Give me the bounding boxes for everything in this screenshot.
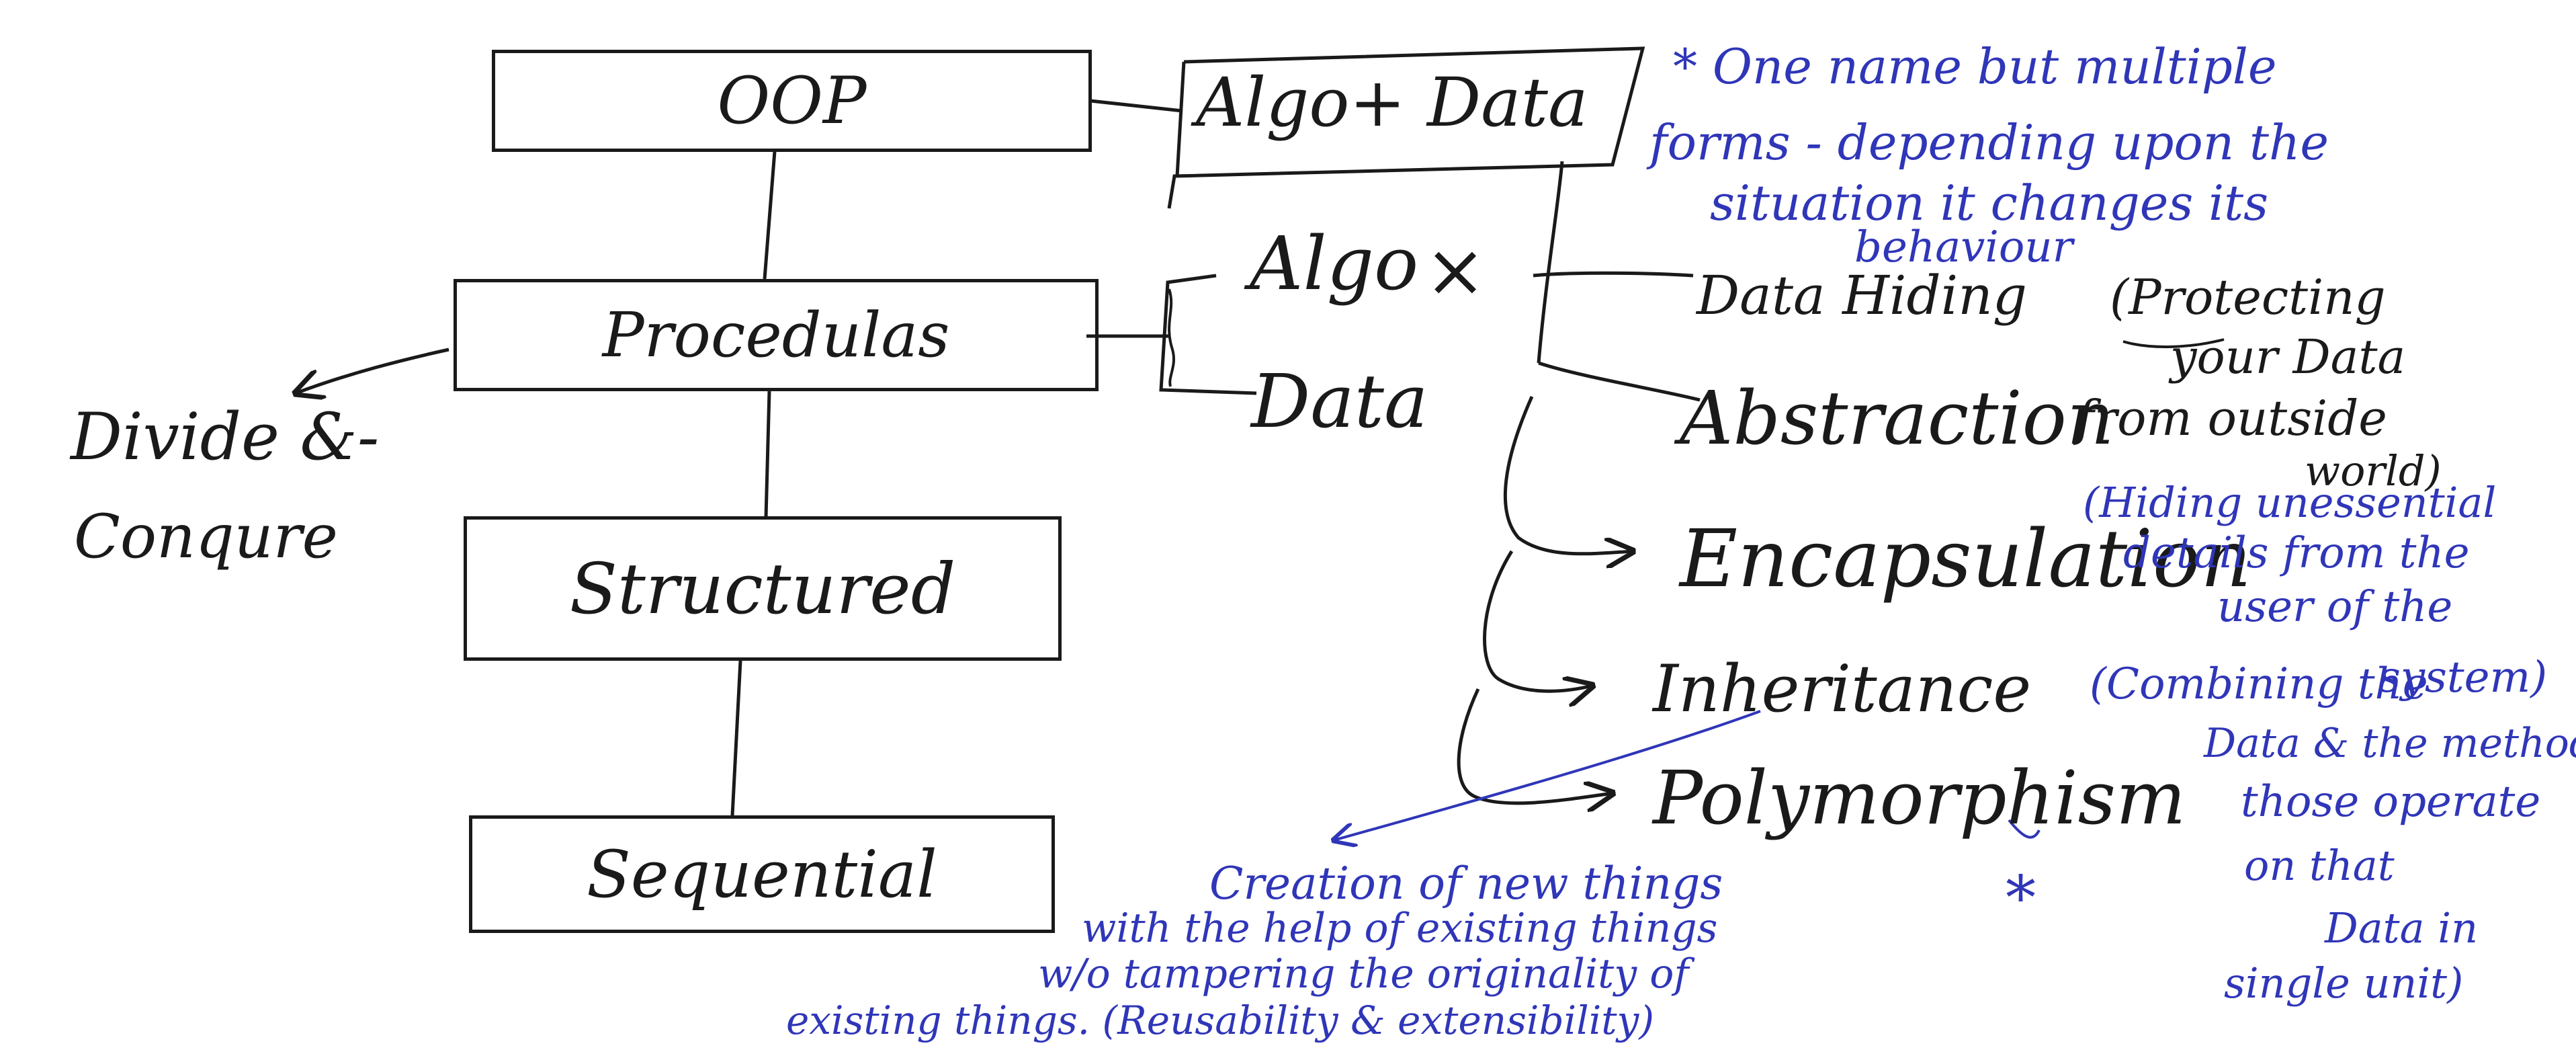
procedural-label: Procedulas bbox=[602, 299, 950, 371]
abstraction-note-line3: user of the bbox=[2217, 582, 2453, 632]
divide-conquer-line2: Conqure bbox=[74, 501, 338, 572]
poly-note-line3: situation it changes its bbox=[1710, 175, 2269, 231]
pillar-bracket-upper bbox=[1533, 161, 1701, 402]
structured-label: Structured bbox=[569, 547, 956, 630]
encapsulation-note-line5: Data in bbox=[2325, 903, 2479, 952]
abstraction-note-line4: system) bbox=[2378, 653, 2548, 702]
encapsulation-note-line4: on that bbox=[2244, 841, 2395, 890]
data-hiding-note-line2: your Data bbox=[2170, 329, 2406, 384]
polymorphism-tick bbox=[2008, 819, 2041, 839]
algodata-box-left bbox=[1175, 61, 1186, 177]
algo-label: Algo bbox=[1250, 220, 1419, 307]
inheritance-note-line2: with the help of existing things bbox=[1082, 905, 1718, 952]
pillar-abstraction: Abstraction bbox=[1680, 375, 2114, 461]
encapsulation-note-line2: Data & the methods bbox=[2204, 720, 2576, 767]
inheritance-note-line3: w/o tampering the originality of bbox=[1038, 950, 1689, 998]
arrow-to-divide-conquer bbox=[296, 348, 449, 393]
link-oop-algodata bbox=[1090, 99, 1183, 113]
polymorphism-star: * bbox=[2006, 863, 2036, 934]
encapsulation-note-line6: single unit) bbox=[2224, 959, 2464, 1008]
link-oop-procedural bbox=[763, 151, 777, 280]
abstraction-note-line1: (Hiding unessential bbox=[2083, 478, 2497, 527]
structured-box: Structured bbox=[464, 516, 1062, 661]
algodata-box-outline bbox=[1167, 46, 1645, 209]
abstraction-note-line2: details from the bbox=[2123, 528, 2470, 578]
inheritance-note-line1: Creation of new things bbox=[1209, 858, 1723, 909]
arrow-to-inheritance bbox=[1483, 550, 1592, 691]
data-label: Data bbox=[1251, 358, 1428, 444]
oop-label: OOP bbox=[717, 63, 867, 138]
protecting-underline bbox=[2122, 338, 2225, 348]
poly-note-line2: forms - depending upon the bbox=[1649, 114, 2329, 171]
algo-data-combined: Algo+ Data bbox=[1196, 63, 1588, 142]
pillar-data-hiding: Data Hiding bbox=[1697, 264, 2027, 327]
data-hiding-note-line3: from outside bbox=[2076, 390, 2387, 446]
encapsulation-note-line3: those operate bbox=[2241, 777, 2541, 827]
link-structured-sequential bbox=[730, 660, 742, 816]
data-hiding-note-line4: world) bbox=[2305, 446, 2442, 495]
sequential-label: Sequential bbox=[587, 836, 937, 912]
algo-cross-mark: × bbox=[1424, 227, 1487, 313]
encapsulation-note-line1: (Combining the bbox=[2090, 659, 2428, 709]
bracket-squiggle bbox=[1168, 288, 1175, 387]
divide-conquer-line1: Divide &- bbox=[71, 399, 380, 475]
procedural-box: Procedulas bbox=[454, 279, 1099, 391]
pillar-polymorphism: Polymorphism bbox=[1653, 755, 2186, 841]
poly-note-line4: behaviour bbox=[1854, 222, 2073, 272]
arrow-to-polymorphism bbox=[1457, 688, 1613, 803]
poly-note-line1: * One name but multiple bbox=[1673, 38, 2277, 95]
pillar-encapsulation: Encapsulation bbox=[1680, 512, 2251, 605]
data-hiding-note-line1: (Protecting bbox=[2110, 269, 2386, 325]
inheritance-note-arrow bbox=[1334, 710, 1761, 840]
arrow-to-encapsulation bbox=[1503, 395, 1633, 554]
oop-box: OOP bbox=[492, 50, 1092, 152]
link-procedural-structured bbox=[764, 391, 771, 518]
algo-data-bracket bbox=[1159, 274, 1257, 395]
inheritance-note-line4: existing things. (Reusability & extensib… bbox=[786, 998, 1654, 1043]
pillar-inheritance: Inheritance bbox=[1653, 651, 2032, 727]
sequential-box: Sequential bbox=[469, 815, 1055, 933]
